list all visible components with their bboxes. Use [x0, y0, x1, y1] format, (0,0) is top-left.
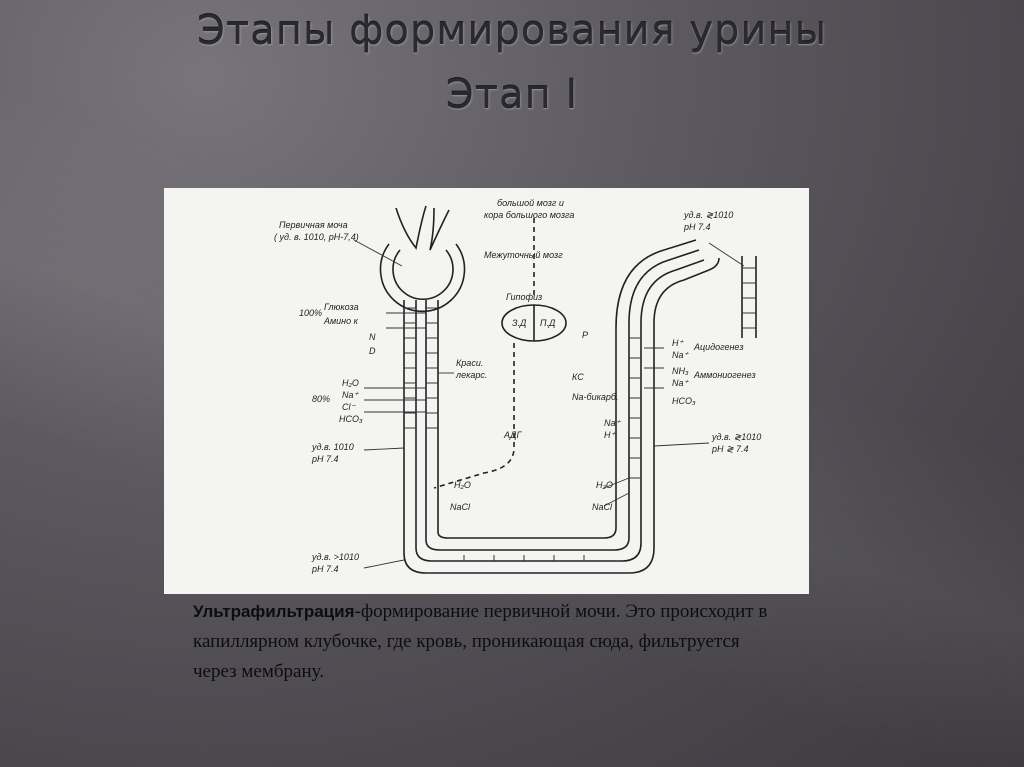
- label-na: Na⁺: [342, 390, 360, 400]
- label-nacl-1: NaCl: [450, 502, 471, 512]
- label-brain: большой мозг и: [497, 198, 564, 208]
- label-primary-urine-params: ( уд. в. 1010, рН-7,4): [274, 232, 359, 242]
- loop-cells: [463, 555, 585, 561]
- glomerulus: [392, 249, 454, 301]
- label-sg3: уд.в. ≷1010: [711, 432, 761, 442]
- label-glucose: Глюкоза: [324, 302, 359, 312]
- label-dyes: Краси.: [456, 358, 483, 368]
- adh-path: [433, 343, 515, 489]
- tubule-cells-left: [404, 307, 416, 429]
- label-cl: Cl⁻: [342, 402, 356, 412]
- label-adh: АДГ: [503, 430, 522, 440]
- label-hco3-2: HCO₃: [672, 396, 696, 406]
- label-n: N: [369, 332, 376, 342]
- label-h2o: H₂O: [342, 378, 359, 388]
- bowman-capsule: [379, 243, 466, 313]
- label-sg4: уд.в. ≷1010: [683, 210, 733, 220]
- label-nacl-2: NaCl: [592, 502, 613, 512]
- label-na2: Na⁺: [672, 350, 690, 360]
- label-ph4: рН 7.4: [683, 222, 711, 232]
- label-pct100: 100%: [299, 308, 322, 318]
- label-h2o-3: H₂O: [596, 480, 613, 490]
- label-na3: Na⁺: [672, 378, 690, 388]
- henle-loop-outer: [403, 257, 720, 574]
- leader-primary-urine: [353, 239, 403, 267]
- label-ph2: рН 7.4: [311, 564, 339, 574]
- label-h2o-2: H₂O: [454, 480, 471, 490]
- leader-sg4: [708, 242, 745, 267]
- label-nh3: NH₃: [672, 366, 689, 376]
- henle-loop-inner: [425, 249, 700, 551]
- leader-sg1: [363, 447, 405, 451]
- efferent-arteriole: [429, 207, 450, 251]
- ascending-cells: [629, 337, 641, 479]
- slide-title: Этапы формирования урины: [196, 8, 828, 54]
- label-ph3: рН ≷ 7.4: [711, 444, 749, 454]
- label-na4: Na⁺: [604, 418, 622, 428]
- leader-nacl2: [603, 477, 630, 507]
- nephron-diagram-svg: Первичная моча ( уд. в. 1010, рН-7,4) бо…: [274, 198, 761, 574]
- label-pct80: 80%: [312, 394, 330, 404]
- label-hypophysis: Гипофиз: [506, 292, 542, 302]
- henle-loop-innermost: [437, 239, 697, 539]
- label-ammoniogenesis: Аммониогенез: [693, 370, 756, 380]
- caption-term: Ультрафильтрация: [193, 602, 355, 621]
- label-back-lobe: П.Д: [540, 318, 556, 328]
- label-amino: Амино к: [323, 316, 359, 326]
- leader-glucose: [386, 312, 426, 329]
- caption: Ультрафильтрация-формирование первичной …: [193, 597, 783, 687]
- henle-loop-mid: [415, 259, 705, 562]
- leader-ions: [364, 387, 426, 413]
- label-h-plus: H⁺: [672, 338, 684, 348]
- label-primary-urine: Первичная моча: [279, 220, 348, 230]
- label-hco3: HCO₃: [339, 414, 363, 424]
- leader-sg2: [363, 559, 405, 569]
- caption-text: -формирование первичной мочи. Это происх…: [193, 601, 768, 682]
- label-na-hco3: Na-бикарб.: [572, 392, 618, 402]
- label-ks: КС: [572, 372, 584, 382]
- label-ph1: рН 7.4: [311, 454, 339, 464]
- tubule-cells-right: [426, 307, 438, 429]
- label-p: Р: [582, 330, 588, 340]
- collecting-duct: [741, 256, 757, 338]
- slide-subtitle: Этап I: [445, 72, 579, 118]
- label-acidogenesis: Ацидогенез: [693, 342, 744, 352]
- label-diencephalon: Межуточный мозг: [484, 250, 563, 260]
- label-sg1: уд.в. 1010: [311, 442, 354, 452]
- label-h-plus2: H⁺: [604, 430, 616, 440]
- label-cortex: кора большого мозга: [484, 210, 574, 220]
- label-front-lobe: З.Д: [512, 318, 527, 328]
- leader-acid: [644, 347, 664, 389]
- label-sg2: уд.в. >1010: [311, 552, 359, 562]
- leader-sg3: [653, 442, 710, 447]
- label-d: D: [369, 346, 376, 356]
- label-drugs: лекарс.: [455, 370, 487, 380]
- afferent-arteriole: [395, 205, 427, 250]
- nephron-diagram: Первичная моча ( уд. в. 1010, рН-7,4) бо…: [164, 188, 809, 594]
- collecting-cells: [742, 267, 756, 329]
